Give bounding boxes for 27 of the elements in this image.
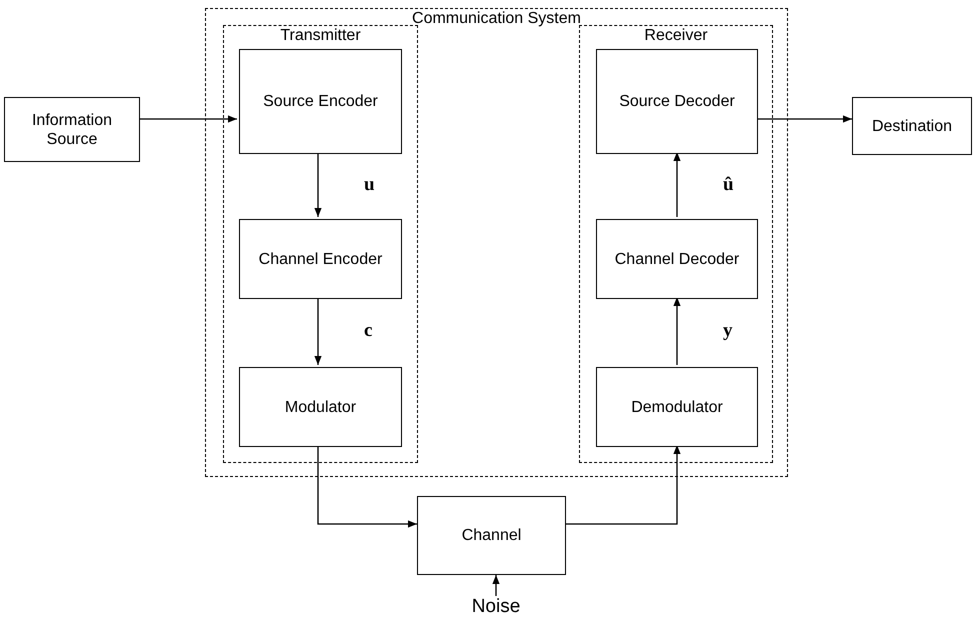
process-box: Channel (417, 496, 566, 575)
process-box: Information Source (4, 97, 140, 162)
process-box: Channel Encoder (239, 219, 402, 299)
dashed-group-frame (223, 25, 418, 463)
edge-label: û (723, 174, 734, 194)
edge-label: y (723, 321, 732, 341)
group-heading: Communication System (412, 10, 581, 27)
dashed-group-frame (205, 8, 788, 477)
arrow (673, 297, 681, 365)
arrow (140, 115, 237, 123)
process-box: Source Decoder (596, 49, 758, 154)
arrow (673, 152, 681, 217)
arrow (317, 445, 417, 528)
dashed-group-frame (579, 25, 773, 463)
arrow (492, 575, 500, 596)
edge-label: c (364, 321, 372, 341)
arrow (566, 445, 681, 525)
input-label: Noise (466, 596, 526, 618)
process-box: Channel Decoder (596, 219, 758, 299)
process-box: Source Encoder (239, 49, 402, 154)
arrow (756, 115, 852, 123)
edge-label: u (364, 174, 375, 194)
process-box: Destination (852, 97, 972, 155)
arrow (314, 152, 322, 217)
arrow (314, 297, 322, 365)
process-box: Demodulator (596, 367, 758, 447)
process-box: Modulator (239, 367, 402, 447)
